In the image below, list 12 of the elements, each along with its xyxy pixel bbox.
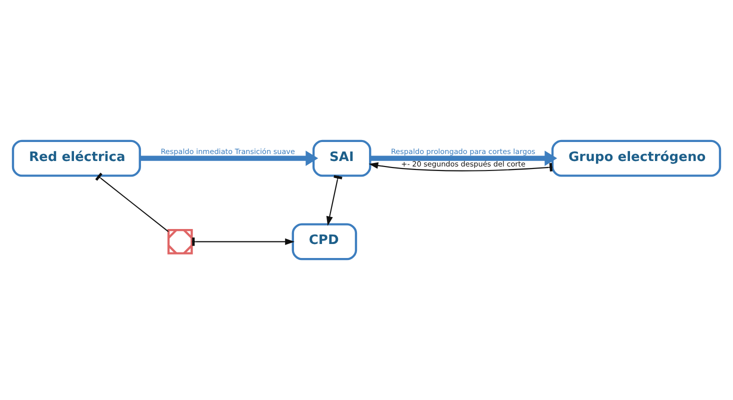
node-box: Red eléctrica (12, 140, 141, 177)
edge-label: +- 20 segundos después del corte (401, 159, 526, 168)
edge-label: Respaldo inmediato Transición suave (160, 146, 295, 156)
node-box: SAI (312, 140, 372, 177)
node-box: CPD (292, 223, 358, 260)
arrow (326, 175, 342, 226)
arrow (140, 150, 318, 166)
node-box: Grupo electrógeno (551, 140, 722, 177)
arrow (370, 150, 558, 166)
connector (95, 172, 169, 232)
arrow (368, 162, 552, 172)
edge-label: Respaldo prolongado para cortes largos (390, 146, 536, 156)
